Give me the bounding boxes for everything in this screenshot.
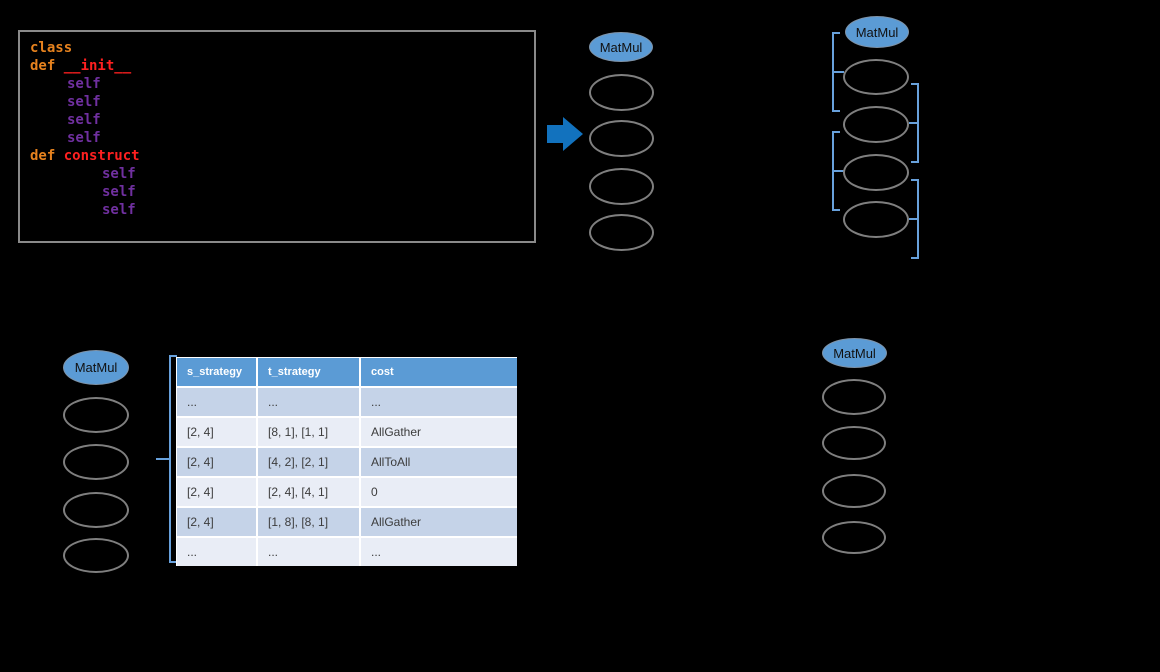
cell-s-strategy: [2, 4] [177,478,258,508]
table-row: ... ... ... [177,388,517,418]
code-line: def __init__ [30,57,534,75]
right-bracket-top-icon [909,83,919,163]
strategy-cost-table: s_strategy t_strategy cost ... ... ... [… [176,357,517,566]
cell-t-strategy: ... [258,538,361,566]
placeholder-node [822,474,886,508]
cell-s-strategy: [2, 4] [177,418,258,448]
matmul-node: MatMul [822,338,887,368]
cell-s-strategy: [2, 4] [177,508,258,538]
code-keyword: def [30,58,64,74]
placeholder-node [63,538,129,573]
cell-t-strategy: [1, 8], [8, 1] [258,508,361,538]
code-line: class [30,39,534,57]
cell-cost: ... [361,538,517,566]
table-row: [2, 4] [2, 4], [4, 1] 0 [177,478,517,508]
code-method-name: __init__ [63,58,132,74]
placeholder-node [589,74,654,111]
placeholder-node [589,168,654,205]
cell-cost: ... [361,388,517,418]
code-line: self [30,165,534,183]
matmul-label: MatMul [74,360,118,375]
table-row: [2, 4] [1, 8], [8, 1] AllGather [177,508,517,538]
code-self-ref: self [102,202,136,218]
cell-cost: AllToAll [361,448,517,478]
table-bracket-icon [156,355,177,563]
cell-t-strategy: ... [258,388,361,418]
placeholder-node [822,426,886,460]
matmul-label: MatMul [833,345,876,361]
code-keyword: def [30,148,64,164]
right-bracket-bottom-icon [909,179,919,259]
cell-cost: AllGather [361,418,517,448]
placeholder-node [843,154,909,191]
left-bracket-top-icon [832,32,844,112]
code-line: self [30,201,534,219]
cell-t-strategy: [2, 4], [4, 1] [258,478,361,508]
code-self-ref: self [102,184,136,200]
placeholder-node [843,59,909,95]
placeholder-node [63,444,129,480]
placeholder-node [822,521,886,554]
header-s-strategy: s_strategy [177,358,258,388]
matmul-label: MatMul [599,39,643,55]
matmul-node: MatMul [589,32,653,62]
code-self-ref: self [102,166,136,182]
cell-s-strategy: [2, 4] [177,448,258,478]
matmul-node: MatMul [845,16,909,48]
cell-cost: AllGather [361,508,517,538]
placeholder-node [843,106,909,143]
placeholder-node [63,397,129,433]
right-arrow-icon [547,117,583,151]
cell-s-strategy: ... [177,538,258,566]
placeholder-node [843,201,909,238]
header-t-strategy: t_strategy [258,358,361,388]
code-self-ref: self [67,76,101,92]
placeholder-node [589,120,654,157]
header-cost: cost [361,358,517,388]
table-header-row: s_strategy t_strategy cost [177,358,517,388]
code-self-ref: self [67,112,101,128]
code-line: self [30,183,534,201]
code-line: self [30,129,534,147]
placeholder-node [63,492,129,528]
placeholder-node [589,214,654,251]
matmul-label: MatMul [855,24,899,40]
cell-cost: 0 [361,478,517,508]
code-self-ref: self [67,130,101,146]
cell-s-strategy: ... [177,388,258,418]
placeholder-node [822,379,886,415]
code-line: self [30,111,534,129]
cell-t-strategy: [4, 2], [2, 1] [258,448,361,478]
code-line: self [30,93,534,111]
code-line: def construct [30,147,534,165]
code-self-ref: self [67,94,101,110]
table-row: [2, 4] [8, 1], [1, 1] AllGather [177,418,517,448]
cell-t-strategy: [8, 1], [1, 1] [258,418,361,448]
code-method-name: construct [63,148,140,164]
code-line: self [30,75,534,93]
code-keyword: class [30,40,73,56]
matmul-node: MatMul [63,350,129,385]
table-row: [2, 4] [4, 2], [2, 1] AllToAll [177,448,517,478]
table-row: ... ... ... [177,538,517,566]
code-snippet-box: class def __init__ self self self self d… [18,30,536,243]
